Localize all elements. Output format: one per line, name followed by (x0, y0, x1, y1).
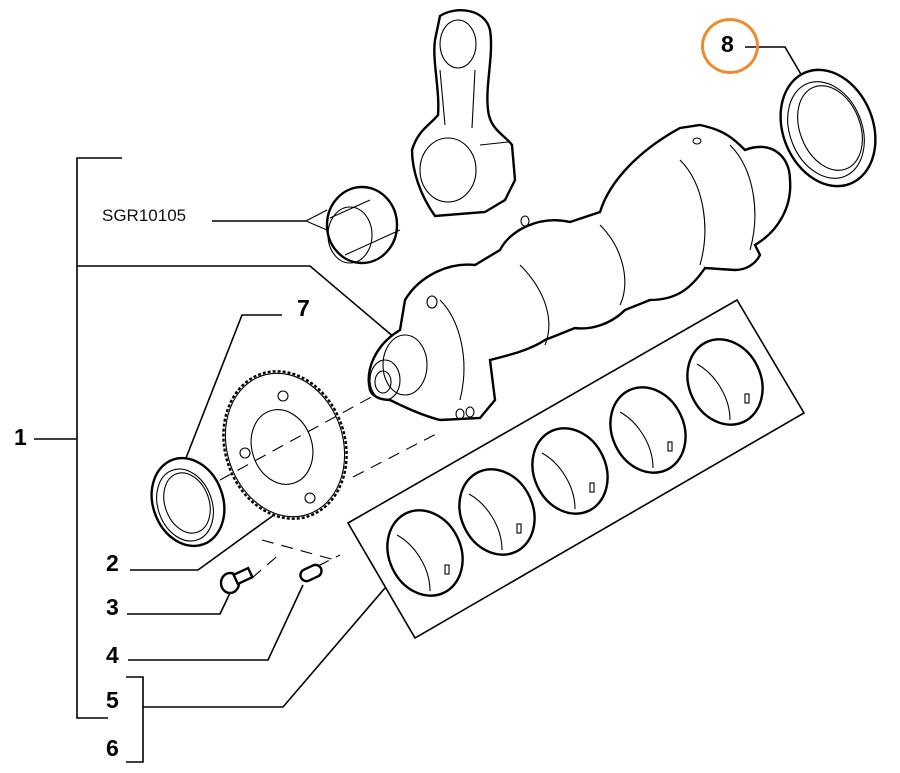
bearing-shell-outline (609, 386, 687, 474)
callout-3[interactable]: 3 (106, 594, 119, 620)
part-number-label[interactable]: SGR10105 (102, 206, 187, 225)
leader-sgr10105 (212, 209, 328, 231)
bearing-shell-tab (667, 441, 673, 452)
callout-6[interactable]: 6 (106, 735, 119, 761)
callout-1[interactable]: 1 (14, 424, 27, 450)
bracket-5-6 (126, 587, 386, 763)
callout-5[interactable]: 5 (106, 687, 119, 713)
leader-3 (127, 592, 231, 615)
crankshaft (367, 123, 792, 422)
group-bracket-1 (34, 157, 396, 719)
connecting-rod (410, 9, 517, 218)
bearing-shell-tab (516, 523, 522, 534)
leader-4 (128, 584, 304, 661)
callout-7[interactable]: 7 (297, 295, 310, 321)
main-bearing-panel (346, 298, 806, 640)
bearing-shell-outline (531, 427, 609, 515)
tone-wheel (222, 370, 348, 520)
bearing-shell-outline (386, 509, 464, 597)
bearing-shell-outline (686, 338, 764, 426)
bearing-shell (686, 338, 764, 426)
bearing-shell (609, 386, 687, 474)
bearing-shell (386, 509, 464, 597)
bearing-shell-inner (619, 411, 654, 469)
leader-2 (130, 511, 279, 571)
callout-4[interactable]: 4 (106, 642, 119, 668)
callout-8[interactable]: 8 (721, 31, 734, 57)
dowel-pin (299, 563, 323, 583)
bearing-shell-tab (444, 564, 450, 575)
callout-8-highlight-ring (701, 18, 759, 74)
conrod-bearing-shell (325, 185, 401, 265)
bearing-shell-inner (696, 363, 731, 421)
callout-2[interactable]: 2 (106, 550, 119, 576)
main-bearing-shells (386, 338, 764, 597)
alignment-lines (219, 394, 441, 579)
rear-oil-seal (779, 68, 877, 188)
bearing-shell-inner (468, 493, 503, 551)
screw (219, 566, 254, 595)
bearing-shell-inner (396, 534, 431, 592)
bearing-shell (531, 427, 609, 515)
bearing-shell-outline (458, 468, 536, 556)
bearing-shell-tab (589, 482, 595, 493)
front-oil-seal (150, 456, 226, 548)
bearing-shell-inner (541, 452, 576, 510)
leader-7 (185, 314, 282, 459)
bearing-shell-tab (744, 393, 750, 404)
bearing-shell (458, 468, 536, 556)
